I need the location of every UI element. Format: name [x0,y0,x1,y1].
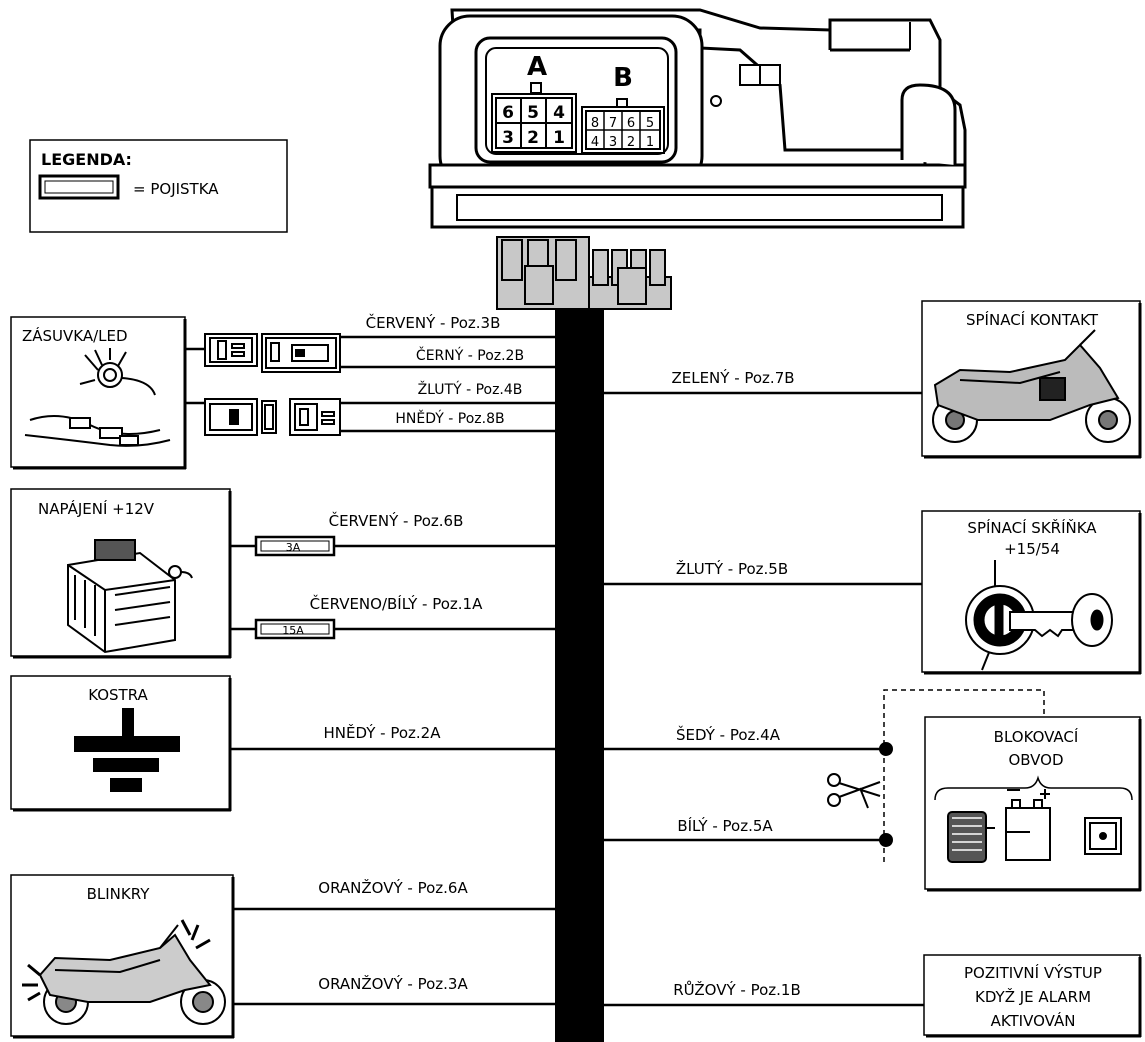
motorcycle-icon [932,329,1131,443]
pin-a1: 1 [553,128,565,148]
wire-label-zluty-4b: ŽLUTÝ - Poz.4B [418,380,523,398]
legend: LEGENDA: = POJISTKA [29,139,288,233]
wire-label-oranzovy-6a: ORANŽOVÝ - Poz.6A [318,878,468,897]
box-blinkry: BLINKRY [10,874,235,1039]
fuse-3a: 3A [254,535,336,557]
cut-wire-indicator [879,689,1045,862]
connector-a: A 6 5 4 3 2 1 [491,52,577,153]
wire-label-zluty-5b: ŽLUTÝ - Poz.5B [676,559,788,578]
fuse-15a: 15A [254,618,336,640]
box-zasuvka-led: ZÁSUVKA/LED [10,316,187,470]
napajeni-label: NAPÁJENÍ +12V [38,499,155,518]
pin-a4: 4 [553,103,565,123]
zasuvka-led-label: ZÁSUVKA/LED [22,326,128,345]
wires-left [185,335,555,1006]
harness-plugs [496,236,672,310]
relay-icon [947,811,995,863]
wire-label-oranzovy-3a: ORANŽOVÝ - Poz.3A [318,974,468,993]
switch-box-icon [1084,817,1122,855]
box-spinaci-skrinka: SPÍNACÍ SKŘÍŇKA +15/54 [921,510,1142,675]
wires-right [604,391,924,1007]
wire-label-cerny-2b: ČERNÝ - Poz.2B [416,346,524,364]
blinkry-label: BLINKRY [87,885,151,903]
wire-label-hnedy-8b: HNĚDÝ - Poz.8B [395,410,504,427]
pin-b4: 4 [591,135,599,150]
wire-label-hnedy-2a: HNĚDÝ - Poz.2A [324,723,442,742]
blokovaci-label-line2: OBVOD [1009,751,1064,769]
pin-b8: 8 [591,116,599,131]
led-socket-icon [24,348,171,447]
pozitivni-label-line3: AKTIVOVÁN [991,1011,1076,1030]
box-blokovaci-obvod: BLOKOVACÍ OBVOD [924,716,1142,892]
fuse-3a-label: 3A [286,541,301,554]
wire-labels: ČERVENÝ - Poz.3B ČERNÝ - Poz.2B ŽLUTÝ - … [310,313,801,999]
wire-label-bily-5a: BÍLÝ - Poz.5A [677,816,773,835]
pin-b7: 7 [609,116,617,131]
pin-b5: 5 [646,116,654,131]
box-pozitivni-vystup: POZITIVNÍ VÝSTUP KDYŽ JE ALARM AKTIVOVÁN [923,954,1142,1038]
ignition-key-icon [965,560,1113,671]
kostra-label: KOSTRA [88,686,148,704]
pin-a5: 5 [527,103,539,123]
connector-a-label: A [527,52,547,82]
wire-label-zeleny-7b: ZELENÝ - Poz.7B [671,368,794,387]
pin-b1: 1 [646,135,654,150]
wire-label-ruzovy-1b: RŮŽOVÝ - Poz.1B [673,980,801,999]
box-kostra: KOSTRA [10,675,232,812]
pin-b3: 3 [609,135,617,150]
wire-label-cerveny-3b: ČERVENÝ - Poz.3B [366,313,501,332]
wire-label-cerveno-bily-1a: ČERVENO/BÍLÝ - Poz.1A [310,594,483,613]
blokovaci-label-line1: BLOKOVACÍ [994,727,1079,746]
motorcycle-blinkers-icon [22,919,226,1025]
connector-b-label: B [613,63,633,93]
fuse-15a-label: 15A [282,624,304,637]
spinaci-skrinka-label: SPÍNACÍ SKŘÍŇKA [967,518,1097,537]
scissors-icon [827,773,881,809]
wire-label-cerveny-6b: ČERVENÝ - Poz.6B [329,511,464,530]
box-napajeni: NAPÁJENÍ +12V [10,488,232,659]
pozitivni-label-line1: POZITIVNÍ VÝSTUP [964,963,1102,982]
battery-icon [67,539,193,654]
legend-fuse-label: = POJISTKA [133,180,219,198]
spinaci-skrinka-sub: +15/54 [1004,540,1060,558]
pin-a2: 2 [527,128,539,148]
battery-small-icon [1005,789,1051,861]
main-harness [555,309,604,1042]
ground-icon [74,708,180,792]
pin-a3: 3 [502,128,514,148]
spinaci-kontakt-label: SPÍNACÍ KONTAKT [966,310,1099,329]
wire-label-sedy-4a: ŠEDÝ - Poz.4A [676,725,781,744]
legend-title: LEGENDA: [41,150,132,169]
connector-b: B 8 7 6 5 4 3 2 1 [581,63,665,154]
led-plug-connectors [204,333,341,436]
pin-a6: 6 [502,103,514,123]
pin-b6: 6 [627,116,635,131]
pin-b2: 2 [627,135,635,150]
box-spinaci-kontakt: SPÍNACÍ KONTAKT [921,300,1142,459]
pozitivni-label-line2: KDYŽ JE ALARM [975,987,1091,1006]
